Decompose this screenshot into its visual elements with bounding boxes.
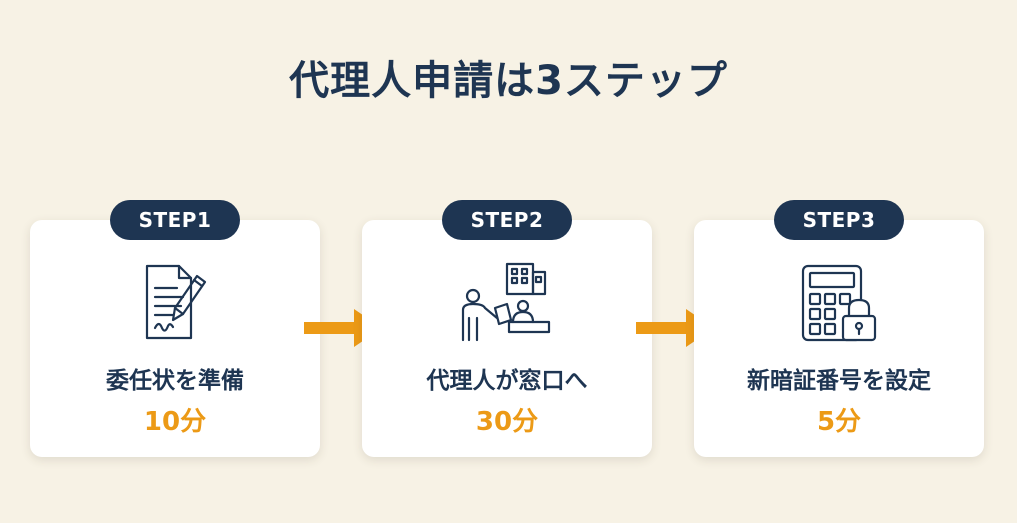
step-badge-3: STEP3 bbox=[774, 200, 904, 240]
step-time: 5分 bbox=[816, 407, 862, 437]
step-card-2: 代理人が窓口へ 30分 bbox=[362, 220, 652, 457]
step-card-1: 委任状を準備 10分 bbox=[30, 220, 320, 457]
step-badge-1: STEP1 bbox=[110, 200, 240, 240]
step-label: 代理人が窓口へ bbox=[426, 368, 588, 394]
step-badge-2: STEP2 bbox=[442, 200, 572, 240]
calculator-lock-icon bbox=[801, 264, 877, 342]
step-time: 30分 bbox=[475, 407, 539, 437]
step-label: 新暗証番号を設定 bbox=[747, 368, 931, 394]
page-title: 代理人申請は3ステップ bbox=[289, 58, 728, 104]
step-label: 委任状を準備 bbox=[106, 368, 244, 394]
person-counter-icon bbox=[461, 262, 551, 342]
step-card-3: 新暗証番号を設定 5分 bbox=[694, 220, 984, 457]
document-pen-icon bbox=[145, 264, 207, 340]
step-time: 10分 bbox=[143, 407, 207, 437]
